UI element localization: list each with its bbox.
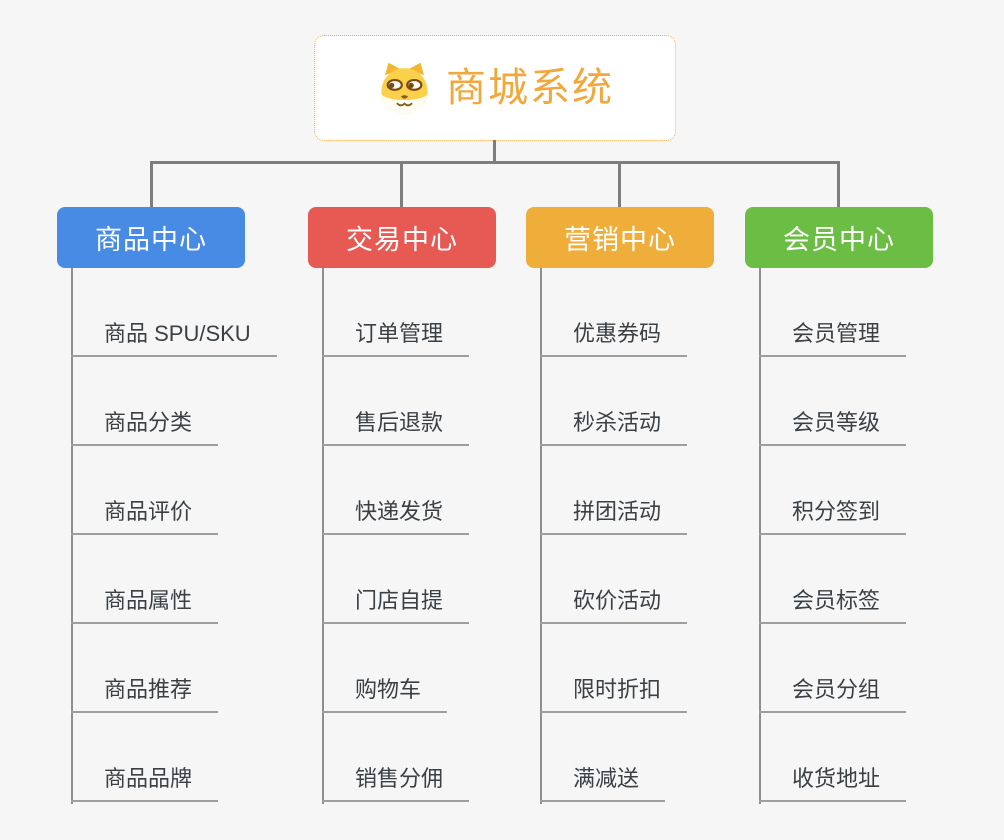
connector-horizontal-bar bbox=[150, 161, 840, 164]
branch-trade-center: 交易中心 订单管理 售后退款 快递发货 门店自提 购物车 销售分佣 bbox=[308, 207, 558, 804]
subtopic-node[interactable]: 商品品牌 bbox=[71, 713, 277, 802]
subtopic-node[interactable]: 门店自提 bbox=[322, 535, 470, 624]
subtopic-label: 优惠券码 bbox=[540, 321, 688, 357]
subtopic-node[interactable]: 商品评价 bbox=[71, 446, 277, 535]
branch-header-marketing-center[interactable]: 营销中心 bbox=[526, 207, 714, 268]
subtopic-node[interactable]: 销售分佣 bbox=[322, 713, 470, 802]
subtopic-label: 商品 SPU/SKU bbox=[71, 321, 277, 357]
subtopic-label: 秒杀活动 bbox=[540, 410, 688, 446]
subtopic-label: 订单管理 bbox=[322, 321, 470, 357]
subtopic-label: 限时折扣 bbox=[540, 677, 688, 713]
subtopic-node[interactable]: 满减送 bbox=[540, 713, 687, 802]
branch-header-product-center[interactable]: 商品中心 bbox=[57, 207, 245, 268]
connector-root-drop bbox=[493, 140, 496, 162]
subtopic-node[interactable]: 会员分组 bbox=[759, 624, 907, 713]
branch-header-member-center[interactable]: 会员中心 bbox=[745, 207, 933, 268]
subtopic-node[interactable]: 快递发货 bbox=[322, 446, 470, 535]
subtopic-node[interactable]: 积分签到 bbox=[759, 446, 907, 535]
shiba-dog-icon bbox=[381, 62, 428, 114]
subtopic-label: 快递发货 bbox=[322, 499, 470, 535]
branch-spine bbox=[322, 268, 324, 804]
subtopic-label: 商品属性 bbox=[71, 588, 219, 624]
subtopic-label: 会员标签 bbox=[759, 588, 907, 624]
subtopic-label: 收货地址 bbox=[759, 766, 907, 802]
branch-product-center: 商品中心 商品 SPU/SKU 商品分类 商品评价 商品属性 商品推荐 商品品牌 bbox=[57, 207, 307, 804]
subtopic-label: 会员等级 bbox=[759, 410, 907, 446]
subtopic-label: 商品评价 bbox=[71, 499, 219, 535]
subtopic-node[interactable]: 会员管理 bbox=[759, 268, 907, 357]
branch-marketing-center: 营销中心 优惠券码 秒杀活动 拼团活动 砍价活动 限时折扣 满减送 bbox=[526, 207, 776, 804]
subtopic-node[interactable]: 拼团活动 bbox=[540, 446, 688, 535]
root-title: 商城系统 bbox=[446, 66, 614, 110]
subtopic-label: 会员分组 bbox=[759, 677, 907, 713]
subtopic-node[interactable]: 砍价活动 bbox=[540, 535, 688, 624]
branch-spine bbox=[759, 268, 761, 804]
subtopic-node[interactable]: 商品推荐 bbox=[71, 624, 277, 713]
subtopic-node[interactable]: 会员等级 bbox=[759, 357, 907, 446]
subtopic-node[interactable]: 秒杀活动 bbox=[540, 357, 688, 446]
subtopic-label: 门店自提 bbox=[322, 588, 470, 624]
subtopic-node[interactable]: 购物车 bbox=[322, 624, 469, 713]
root-node-mall-system[interactable]: 商城系统 bbox=[314, 35, 676, 141]
subtopic-label: 砍价活动 bbox=[540, 588, 688, 624]
subtopic-label: 拼团活动 bbox=[540, 499, 688, 535]
subtopic-node[interactable]: 商品属性 bbox=[71, 535, 277, 624]
subtopic-node[interactable]: 限时折扣 bbox=[540, 624, 688, 713]
subtopic-node[interactable]: 会员标签 bbox=[759, 535, 907, 624]
branch-header-trade-center[interactable]: 交易中心 bbox=[308, 207, 496, 268]
subtopic-node[interactable]: 订单管理 bbox=[322, 268, 470, 357]
subtopic-label: 商品品牌 bbox=[71, 766, 219, 802]
subtopic-label: 会员管理 bbox=[759, 321, 907, 357]
connector-drop-members bbox=[837, 164, 840, 207]
subtopic-node[interactable]: 商品 SPU/SKU bbox=[71, 268, 277, 357]
connector-drop-marketing bbox=[618, 164, 621, 207]
branch-spine bbox=[540, 268, 542, 804]
branch-member-center: 会员中心 会员管理 会员等级 积分签到 会员标签 会员分组 收货地址 bbox=[745, 207, 995, 804]
connector-drop-products bbox=[150, 164, 153, 207]
subtopic-node[interactable]: 收货地址 bbox=[759, 713, 907, 802]
subtopic-label: 积分签到 bbox=[759, 499, 907, 535]
subtopic-label: 销售分佣 bbox=[322, 766, 470, 802]
subtopic-node[interactable]: 商品分类 bbox=[71, 357, 277, 446]
subtopic-label: 购物车 bbox=[322, 677, 448, 713]
subtopic-label: 满减送 bbox=[540, 766, 666, 802]
subtopic-node[interactable]: 优惠券码 bbox=[540, 268, 688, 357]
subtopic-node[interactable]: 售后退款 bbox=[322, 357, 470, 446]
subtopic-label: 售后退款 bbox=[322, 410, 470, 446]
subtopic-label: 商品推荐 bbox=[71, 677, 219, 713]
branch-spine bbox=[71, 268, 73, 804]
subtopic-label: 商品分类 bbox=[71, 410, 219, 446]
connector-drop-trade bbox=[400, 164, 403, 207]
